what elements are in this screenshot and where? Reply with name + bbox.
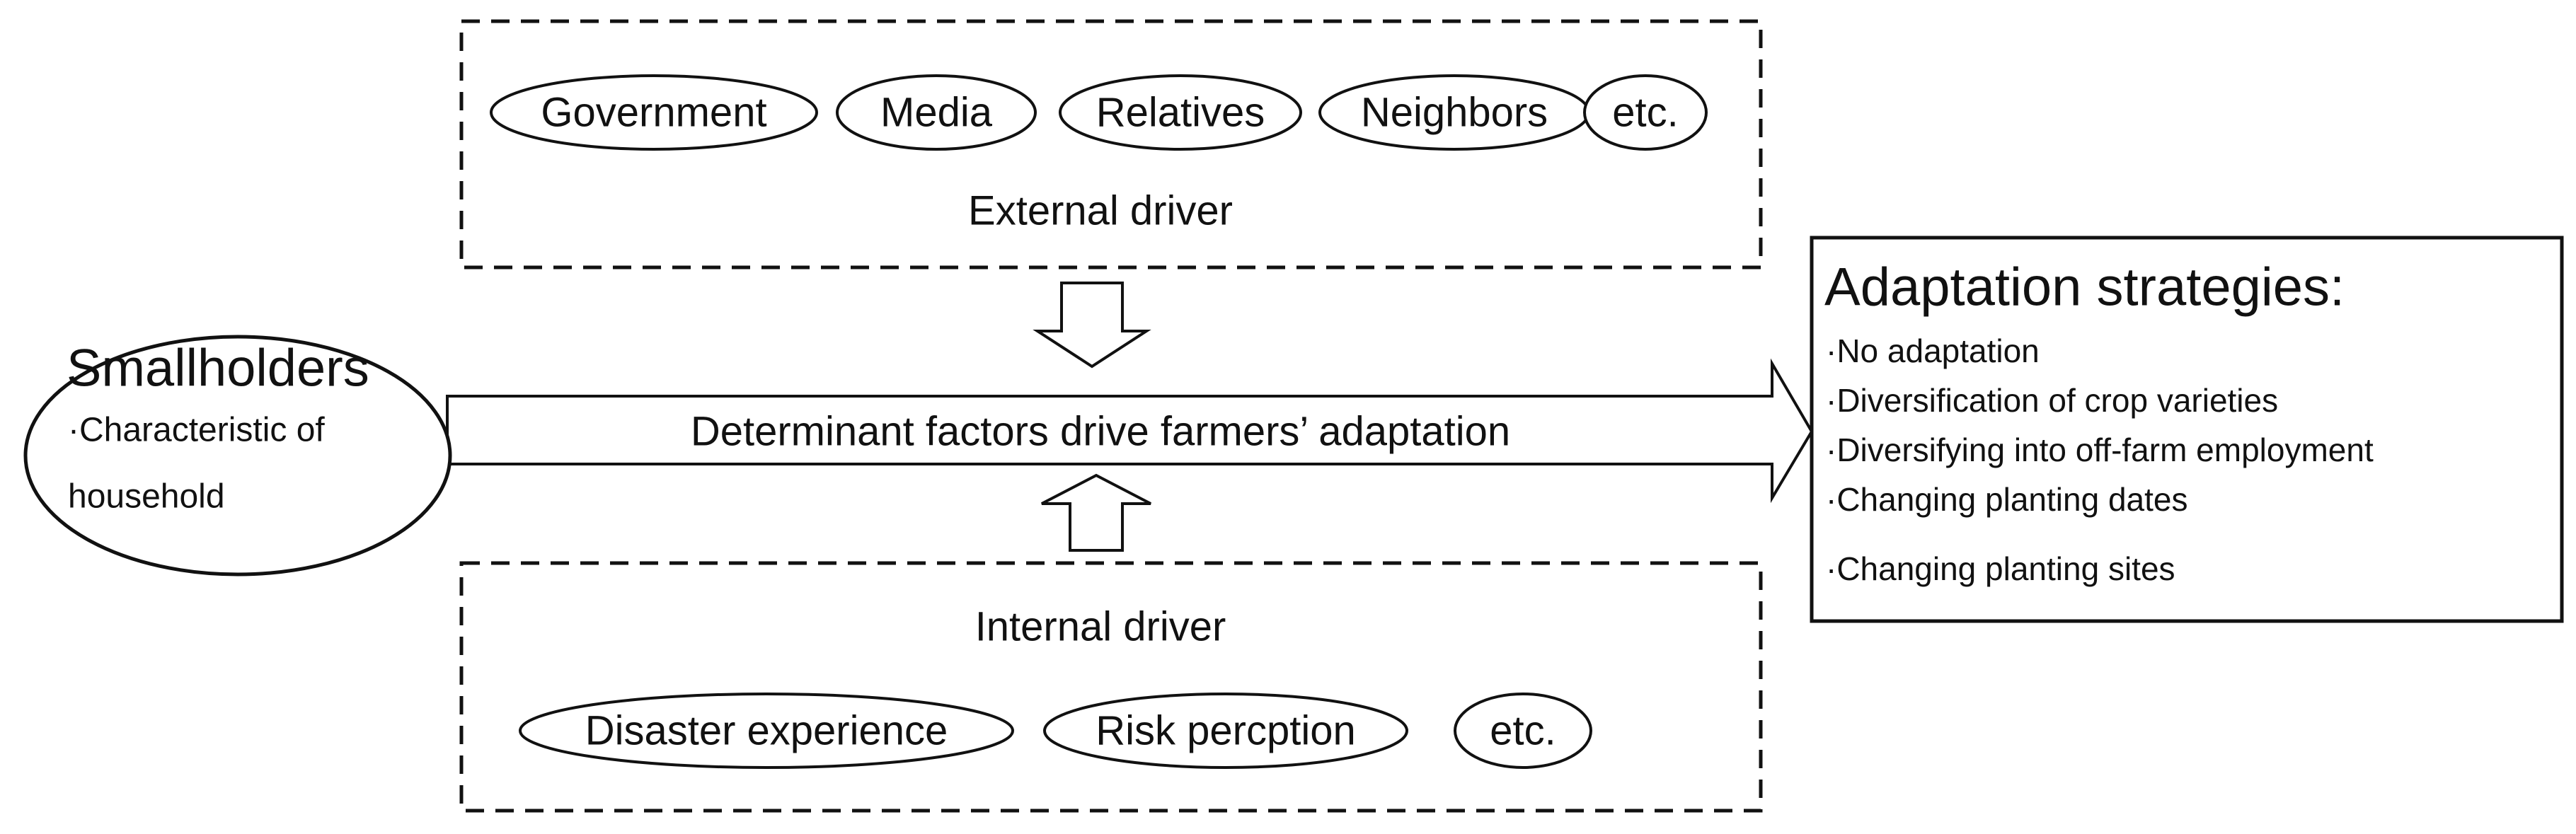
internal-driver-label: Internal driver [975,604,1226,650]
internal-item-disaster-experience: Disaster experience [585,708,948,754]
strategy-item-4: ·Changing planting sites [1826,550,2175,587]
internal-item-shape-2 [1454,693,1592,769]
smallholders-detail-line1: ·Characteristic of [68,412,325,449]
smallholders-detail-line2: household [68,478,225,516]
internal-item-shape-1 [1043,693,1408,769]
strategy-item-1: ·Diversification of crop varieties [1826,382,2278,419]
internal-item-risk-percption: Risk percption [1096,708,1355,754]
external-item-shape-2 [1059,74,1302,151]
internal-item-etc: etc. [1490,708,1556,754]
main-arrow [446,358,1814,504]
external-item-relatives: Relatives [1096,90,1265,136]
external-driver-label: External driver [968,188,1233,234]
main-arrow-label: Determinant factors drive farmers’ adapt… [691,409,1510,455]
external-item-etc: etc. [1612,90,1679,136]
internal-item-shape-0 [519,693,1014,769]
internal-driver-box [459,561,1763,813]
strategy-item-2: ·Diversifying into off-farm employment [1826,432,2374,468]
external-item-shape-1 [836,74,1037,151]
strategy-item-3: ·Changing planting dates [1826,481,2187,518]
external-item-government: Government [541,90,766,136]
strategies-title: Adaptation strategies: [1824,257,2345,318]
external-item-neighbors: Neighbors [1361,90,1548,136]
smallholders-title: Smallholders [67,339,369,398]
external-item-media: Media [880,90,993,136]
down-arrow [1033,282,1151,369]
smallholders-ellipse [23,335,452,577]
strategy-item-0: ·No adaptation [1826,332,2040,369]
external-item-shape-0 [490,74,818,151]
up-arrow [1041,473,1151,552]
strategies-box [1810,236,2564,623]
external-item-shape-4 [1583,74,1708,151]
